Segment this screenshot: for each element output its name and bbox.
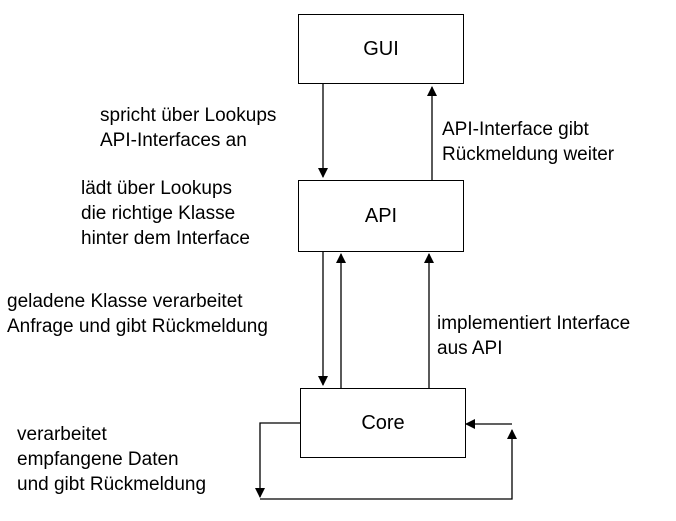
label-line: lädt über Lookups — [81, 178, 233, 199]
api-box-label: API — [364, 204, 398, 227]
label-api-to-core: geladene Klasse verarbeitet Anfrage und … — [7, 289, 268, 339]
core-box: Core — [300, 388, 466, 458]
label-gui-to-api: spricht über Lookups API-Interfaces an — [100, 103, 276, 153]
label-line: hinter dem Interface — [81, 228, 250, 249]
label-api-loads-class: lädt über Lookups die richtige Klasse hi… — [81, 176, 250, 251]
label-line: implementiert Interface — [437, 313, 631, 334]
core-box-label: Core — [361, 411, 405, 434]
label-line: verarbeitet — [17, 424, 107, 445]
core-loop-left — [255, 422, 300, 498]
label-core-to-api: implementiert Interface aus API — [437, 311, 630, 361]
gui-box-label: GUI — [363, 37, 399, 60]
label-line: empfangene Daten — [17, 449, 179, 470]
label-line: geladene Klasse verarbeitet — [7, 291, 243, 312]
api-box: API — [298, 180, 464, 252]
label-core-loop: verarbeitet empfangene Daten und gibt Rü… — [17, 422, 206, 497]
label-line: Rückmeldung weiter — [442, 144, 615, 165]
label-line: Anfrage und gibt Rückmeldung — [7, 316, 268, 337]
core-loop-bottom — [260, 429, 517, 500]
label-line: spricht über Lookups — [100, 105, 277, 126]
label-api-to-gui: API-Interface gibt Rückmeldung weiter — [442, 117, 614, 167]
gui-box: GUI — [298, 14, 464, 84]
label-line: die richtige Klasse — [81, 203, 236, 224]
label-line: aus API — [437, 338, 503, 359]
label-line: API-Interface gibt — [442, 119, 589, 140]
label-line: und gibt Rückmeldung — [17, 474, 207, 495]
label-line: API-Interfaces an — [100, 130, 247, 151]
